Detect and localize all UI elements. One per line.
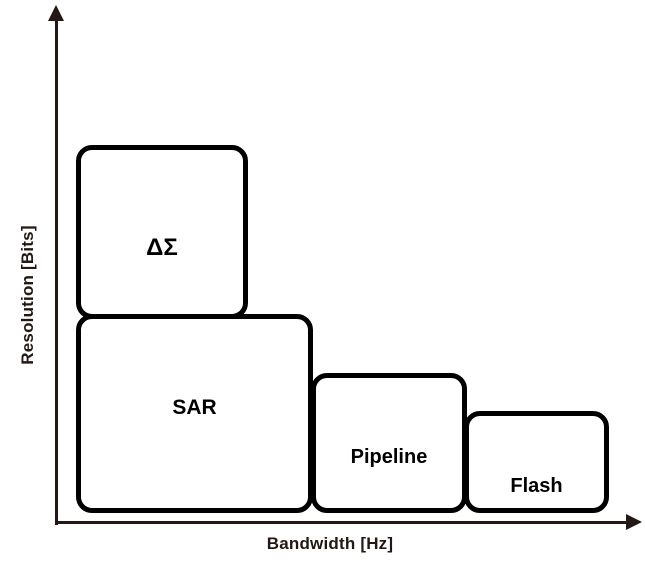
region-label-flash: Flash [510,475,563,497]
arrow-right-icon [626,514,642,530]
region-box-sar[interactable]: SAR [76,314,313,513]
x-axis-line [55,521,633,524]
region-label-sar: SAR [172,396,217,419]
region-label-pipeline: Pipeline [350,446,428,468]
region-box-pipeline[interactable]: Pipeline [311,373,467,513]
y-axis-line [55,18,58,525]
region-box-flash[interactable]: Flash [464,411,609,513]
region-label-delta-sigma: ΔΣ [146,234,178,261]
region-box-delta-sigma[interactable]: ΔΣ [76,145,248,319]
y-axis-title: Resolution [Bits] [18,225,37,365]
arrow-up-icon [48,5,64,21]
x-axis-title: Bandwidth [Hz] [266,534,394,553]
